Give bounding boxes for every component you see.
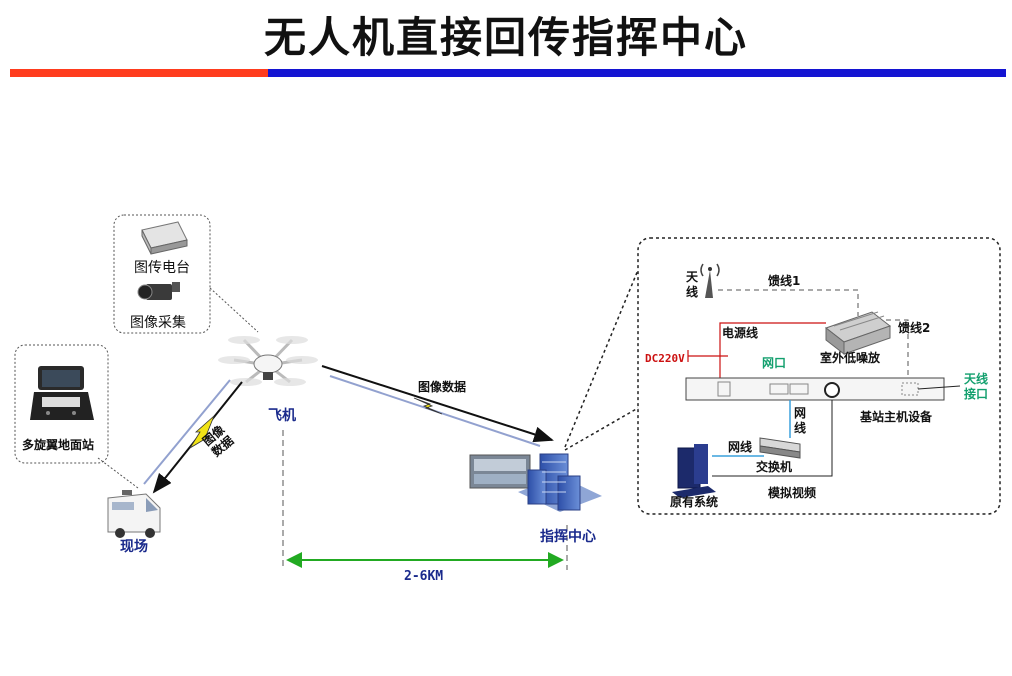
dc-label: DC220V bbox=[645, 352, 685, 365]
radio-module-icon bbox=[141, 221, 188, 255]
net-port-label: 网口 bbox=[762, 356, 787, 370]
feeder2-label: 馈线2 bbox=[898, 321, 931, 335]
command-center-buildings-icon bbox=[469, 453, 602, 512]
switch-label: 交换机 bbox=[756, 460, 793, 474]
feeder1-label: 馈线1 bbox=[768, 274, 801, 288]
antenna-icon bbox=[700, 263, 720, 298]
ground-station-callout bbox=[14, 344, 109, 464]
camera-label: 图像采集 bbox=[130, 315, 186, 331]
distance-label: 2-6KM bbox=[404, 569, 444, 584]
analog-video-label: 模拟视频 bbox=[768, 486, 817, 500]
image-data-label: 图像数据 bbox=[418, 380, 467, 394]
title-bar-red bbox=[10, 69, 268, 77]
base-station-label: 基站主机设备 bbox=[860, 410, 933, 424]
base-station-callout bbox=[637, 237, 1001, 515]
antenna-port-label: 天线 接口 bbox=[964, 372, 989, 401]
radio-camera-callout bbox=[113, 214, 211, 334]
outdoor-lna-label: 室外低噪放 bbox=[820, 351, 881, 365]
ground-station-icon bbox=[30, 366, 94, 420]
network-cable-vertical-label: 网 线 bbox=[794, 406, 807, 435]
van-icon bbox=[107, 490, 161, 538]
network-cable-label: 网线 bbox=[728, 440, 753, 454]
camcorder-icon bbox=[137, 282, 180, 300]
command-center-label: 指挥中心 bbox=[540, 529, 596, 545]
drone-icon bbox=[218, 336, 318, 386]
lightning-icon bbox=[413, 397, 443, 415]
base-station-chassis bbox=[685, 377, 945, 401]
antenna-label: 天 线 bbox=[686, 270, 699, 299]
outdoor-lna-icon bbox=[824, 311, 892, 356]
radio-label: 图传电台 bbox=[134, 260, 190, 276]
page-title: 无人机直接回传指挥中心 bbox=[263, 13, 748, 62]
power-line-label: 电源线 bbox=[722, 326, 759, 340]
site-label: 现场 bbox=[120, 539, 148, 555]
aircraft-label: 飞机 bbox=[268, 408, 296, 424]
existing-system-label: 原有系统 bbox=[670, 495, 719, 509]
computer-icon bbox=[672, 444, 716, 498]
lightning-icon bbox=[189, 415, 215, 449]
title-bar-blue bbox=[268, 69, 1006, 77]
ground-station-label: 多旋翼地面站 bbox=[22, 438, 95, 452]
switch-icon bbox=[759, 437, 801, 459]
